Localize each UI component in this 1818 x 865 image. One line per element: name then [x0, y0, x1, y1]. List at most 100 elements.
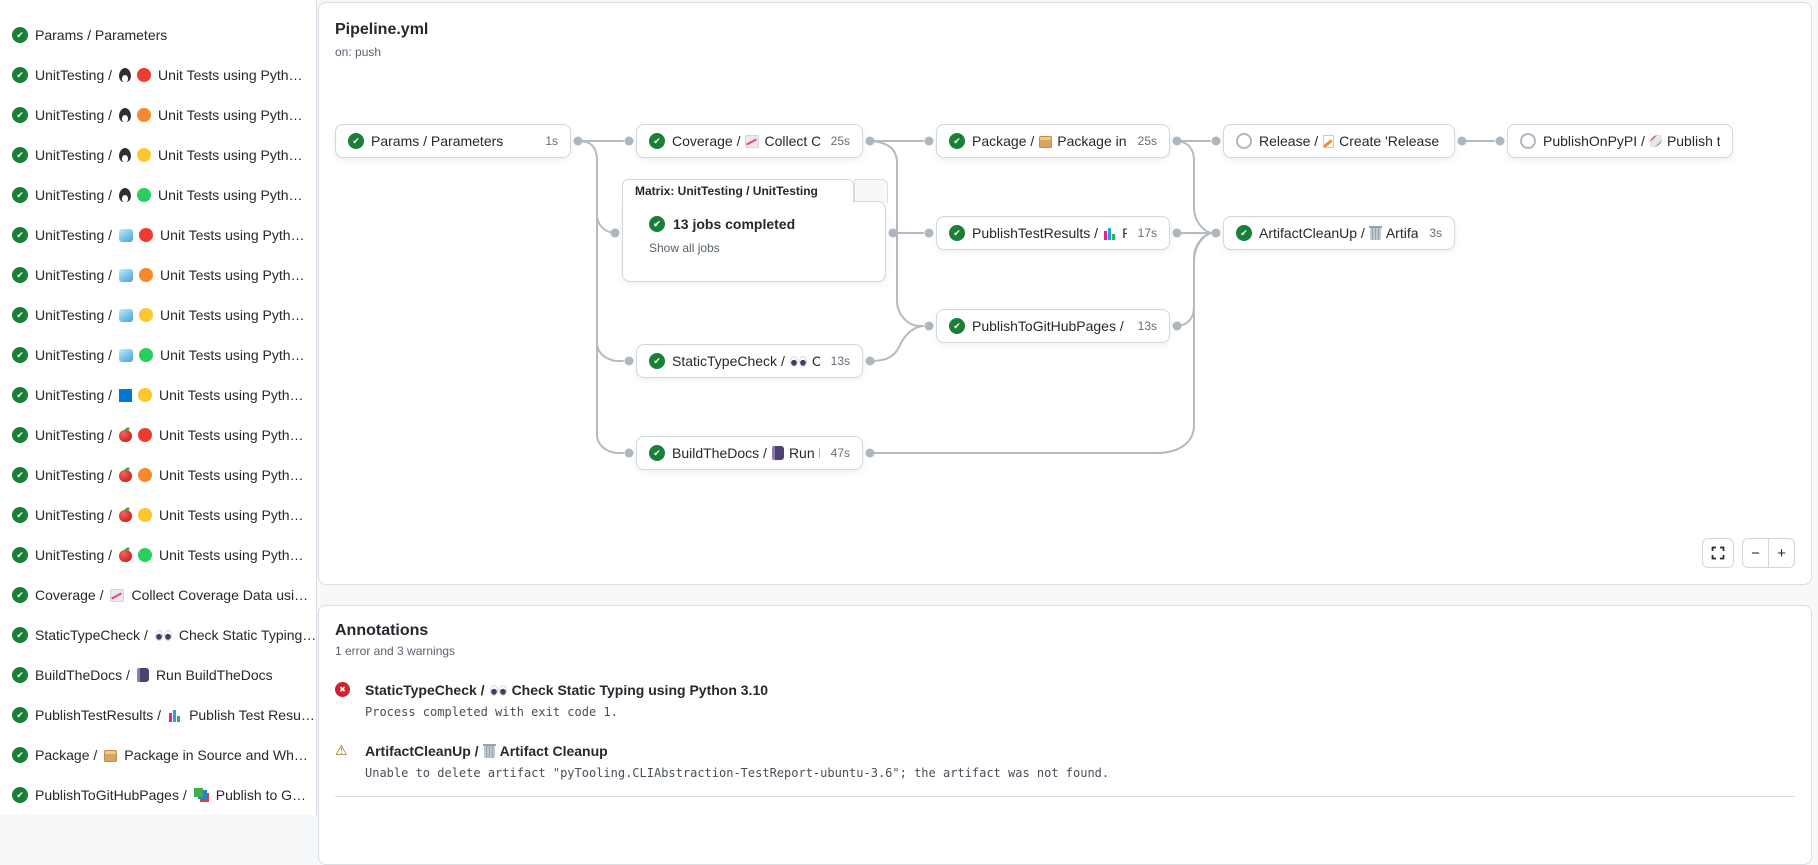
workflow-trigger: on: push — [335, 45, 382, 59]
job-emoji-icons — [119, 468, 153, 482]
job-emoji-icons — [119, 148, 152, 162]
job-name: UnitTesting / — [35, 187, 113, 203]
job-emoji-icons — [136, 668, 149, 682]
node-artifact-cleanup[interactable]: ArtifactCleanUp / Artifac… 3s — [1223, 216, 1455, 250]
penguin-icon — [119, 188, 132, 202]
success-icon — [12, 507, 28, 523]
annotation-title[interactable]: StaticTypeCheck / Check Static Typing us… — [365, 682, 769, 698]
success-icon — [12, 67, 28, 83]
node-subtitle: Chec… — [811, 353, 820, 369]
node-publish-on-pypi[interactable]: PublishOnPyPI / Publish to … — [1507, 124, 1733, 158]
sidebar-job-item[interactable]: Package / Package in Source and Wh… — [0, 735, 316, 775]
sidebar-job-item[interactable]: BuildTheDocs / Run BuildTheDocs — [0, 655, 316, 695]
success-icon — [12, 27, 28, 43]
annotations-title: Annotations — [335, 622, 429, 639]
circle-orange-icon — [138, 468, 153, 482]
wastebasket-icon — [482, 744, 496, 758]
sidebar-job-item[interactable]: UnitTesting / Unit Tests using Pyth… — [0, 215, 316, 255]
sidebar-job-item[interactable]: UnitTesting / Unit Tests using Pyth… — [0, 375, 316, 415]
node-params[interactable]: Params / Parameters 1s — [335, 124, 571, 158]
job-emoji-icons — [119, 268, 154, 282]
job-step-label: Check Static Typing… — [178, 627, 316, 643]
job-name: PublishTestResults / — [35, 707, 162, 723]
sidebar-job-item[interactable]: UnitTesting / Unit Tests using Pyth… — [0, 535, 316, 575]
success-icon — [12, 147, 28, 163]
job-emoji-icons — [119, 388, 153, 402]
success-icon — [12, 667, 28, 683]
job-name: UnitTesting / — [35, 547, 113, 563]
success-icon — [949, 133, 965, 149]
job-name: UnitTesting / — [35, 107, 113, 123]
zoom-in-button[interactable]: + — [1768, 539, 1794, 567]
node-title: Release / — [1259, 133, 1319, 149]
package-box-icon — [1039, 135, 1053, 148]
success-icon — [1236, 225, 1252, 241]
sidebar-job-item[interactable]: UnitTesting / Unit Tests using Pyth… — [0, 55, 316, 95]
job-name: UnitTesting / — [35, 227, 113, 243]
sidebar-job-item[interactable]: UnitTesting / Unit Tests using Pyth… — [0, 95, 316, 135]
sidebar-job-item[interactable]: PublishToGitHubPages / Publish to G… — [0, 775, 316, 815]
job-emoji-icons — [119, 428, 153, 442]
node-publish-test-results[interactable]: PublishTestResults / Pu… 17s — [936, 216, 1170, 250]
chart-increasing-icon — [110, 588, 125, 602]
job-name: Coverage / — [35, 587, 104, 603]
notebook-icon — [771, 446, 784, 460]
job-step-label: Unit Tests using Pyth… — [158, 147, 303, 163]
success-icon — [348, 133, 364, 149]
success-icon — [12, 387, 28, 403]
penguin-icon — [119, 68, 132, 82]
node-duration: 3s — [1429, 226, 1442, 240]
sidebar-job-item[interactable]: UnitTesting / Unit Tests using Pyth… — [0, 135, 316, 175]
sidebar-job-item[interactable]: Params / Parameters — [0, 15, 316, 55]
node-duration: 17s — [1137, 226, 1157, 240]
node-title: BuildTheDocs / — [672, 445, 767, 461]
node-title: PublishTestResults / — [972, 225, 1099, 241]
job-step-label: Unit Tests using Pyth… — [159, 387, 304, 403]
annotation-title[interactable]: ArtifactCleanUp / Artifact Cleanup — [365, 743, 608, 759]
job-emoji-icons — [104, 749, 118, 762]
apple-icon — [119, 430, 133, 442]
sidebar-job-item[interactable]: UnitTesting / Unit Tests using Pyth… — [0, 415, 316, 455]
node-coverage[interactable]: Coverage / Collect Cove… 25s — [636, 124, 863, 158]
node-release[interactable]: Release / Create 'Release P… — [1223, 124, 1455, 158]
node-subtitle: Run Buil… — [788, 445, 820, 461]
success-icon — [12, 587, 28, 603]
zoom-out-button[interactable]: − — [1751, 544, 1760, 562]
node-publish-to-github-pages[interactable]: PublishToGitHubPages / … 13s — [936, 309, 1170, 343]
annotation-warning-item: ArtifactCleanUp / Artifact Cleanup Unabl… — [335, 742, 1795, 780]
node-build-the-docs[interactable]: BuildTheDocs / Run Buil… 47s — [636, 436, 863, 470]
annotation-detail: Unable to delete artifact "pyTooling.CLI… — [365, 766, 1110, 780]
job-name: UnitTesting / — [35, 147, 113, 163]
success-icon — [949, 225, 965, 241]
eyes-icon — [489, 684, 507, 696]
job-name: UnitTesting / — [35, 467, 113, 483]
success-icon — [12, 467, 28, 483]
show-all-jobs-link[interactable]: Show all jobs — [649, 241, 720, 255]
sidebar-job-item[interactable]: UnitTesting / Unit Tests using Pyth… — [0, 175, 316, 215]
sidebar-job-item[interactable]: UnitTesting / Unit Tests using Pyth… — [0, 295, 316, 335]
fullscreen-button[interactable] — [1702, 538, 1734, 568]
wastebasket-icon — [1368, 226, 1382, 240]
sidebar-job-item[interactable]: Coverage / Collect Coverage Data usi… — [0, 575, 316, 615]
sidebar-job-item[interactable]: UnitTesting / Unit Tests using Pyth… — [0, 255, 316, 295]
success-icon — [12, 627, 28, 643]
job-name: BuildTheDocs / — [35, 667, 130, 683]
sidebar-job-item[interactable]: PublishTestResults / Publish Test Resu… — [0, 695, 316, 735]
sidebar-job-item[interactable]: StaticTypeCheck / Check Static Typing… — [0, 615, 316, 655]
job-emoji-icons — [119, 68, 152, 82]
node-package[interactable]: Package / Package in So… 25s — [936, 124, 1170, 158]
circle-green-icon — [138, 548, 153, 562]
memo-icon — [1323, 134, 1335, 148]
warning-icon — [335, 742, 351, 759]
job-step-label: Unit Tests using Pyth… — [159, 507, 304, 523]
node-title: Coverage / — [672, 133, 741, 149]
ice-cube-icon — [119, 268, 134, 282]
notebook-icon — [136, 668, 149, 682]
sidebar-job-item[interactable]: UnitTesting / Unit Tests using Pyth… — [0, 455, 316, 495]
job-emoji-icons — [193, 788, 209, 802]
node-title: Params / Parameters — [371, 133, 504, 149]
chart-increasing-icon — [745, 134, 760, 148]
sidebar-job-item[interactable]: UnitTesting / Unit Tests using Pyth… — [0, 335, 316, 375]
sidebar-job-item[interactable]: UnitTesting / Unit Tests using Pyth… — [0, 495, 316, 535]
node-static-type-check[interactable]: StaticTypeCheck / Chec… 13s — [636, 344, 863, 378]
